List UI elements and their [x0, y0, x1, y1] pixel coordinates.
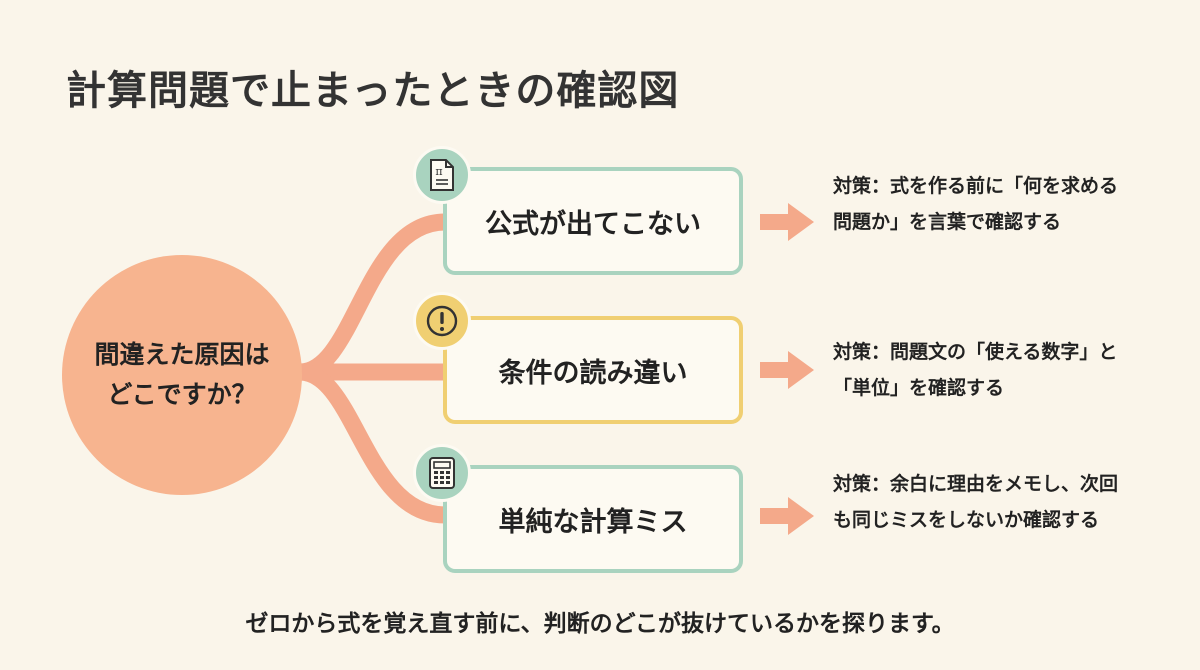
- cause-label: 単純な計算ミス: [498, 506, 688, 538]
- arrow-right-icon: [760, 351, 814, 389]
- cause-box-calculation: 単純な計算ミス: [443, 465, 743, 573]
- branch-to-cause-1: [291, 213, 454, 381]
- measure-text: 対策：問題文の「使える数字」と「単位」を確認する: [833, 341, 1118, 399]
- arrow-right-icon: [760, 497, 814, 535]
- cause-label: 公式が出てこない: [485, 208, 701, 240]
- branch-to-cause-3: [291, 363, 454, 524]
- cause-box-misreading: 条件の読み違い: [443, 316, 743, 424]
- measure-text: 対策：余白に理由をメモし、次回も同じミスをしないか確認する: [833, 473, 1119, 531]
- calculator-icon: [413, 444, 471, 502]
- footer-note: ゼロから式を覚え直す前に、判断のどこが抜けているかを探ります。: [245, 611, 955, 637]
- cause-label: 条件の読み違い: [498, 357, 688, 389]
- svg-text:π: π: [435, 165, 442, 178]
- cause-box-formula: 公式が出てこない: [443, 167, 743, 275]
- measure-text: 対策：式を作る前に「何を求める問題か」を言葉で確認する: [833, 175, 1119, 233]
- central-question-line-2: どこですか？: [107, 380, 257, 409]
- central-question-circle: 間違えた原因は どこですか？: [62, 255, 302, 495]
- page-title: 計算問題で止まったときの確認図: [66, 68, 680, 114]
- exclamation-icon: [413, 292, 471, 350]
- formula-document-icon: π: [413, 146, 471, 204]
- central-question-line-1: 間違えた原因は: [94, 340, 270, 369]
- arrow-right-icon: [760, 203, 814, 241]
